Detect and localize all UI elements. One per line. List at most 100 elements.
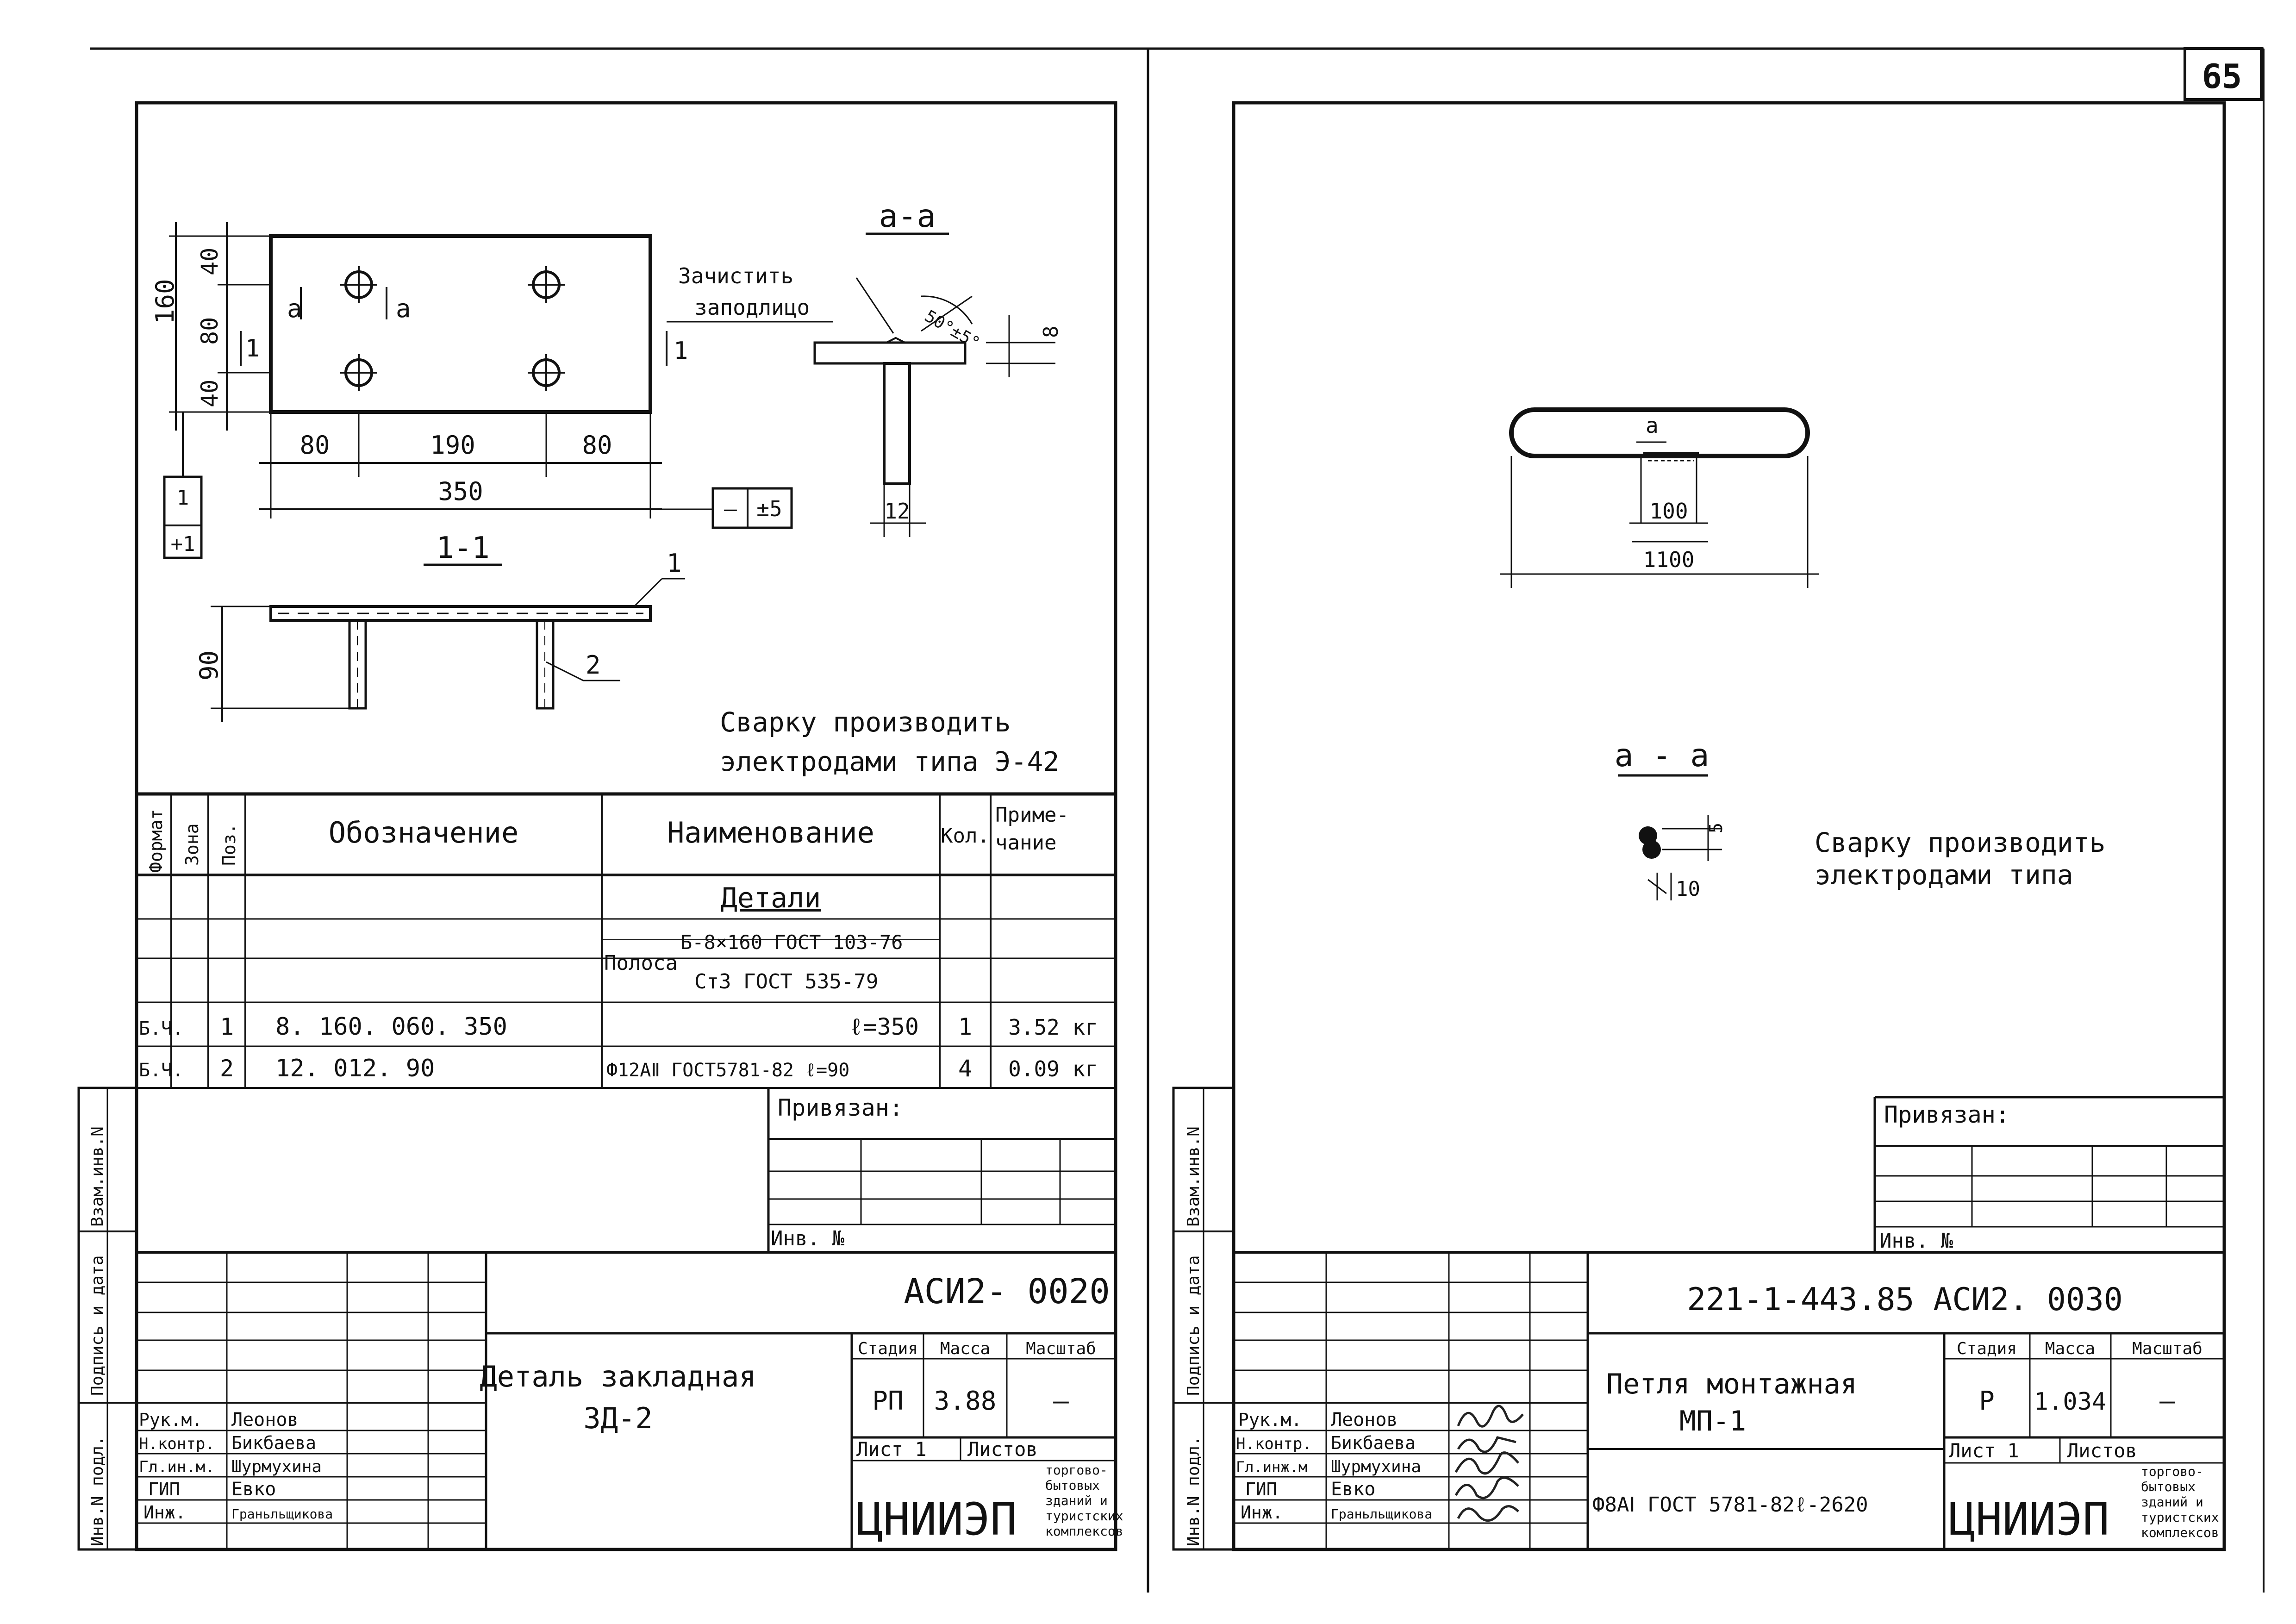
right-sheet: а 100 1100 а - а 5 10 Сварку bbox=[1172, 101, 2226, 1551]
org-sub: бытовых bbox=[1045, 1478, 1100, 1493]
right-frame bbox=[1232, 101, 2226, 1551]
org-logo-text: ЦНИИЭП bbox=[856, 1493, 1017, 1545]
title-line1: Петля монтажная bbox=[1606, 1368, 1857, 1400]
org-sub: зданий и bbox=[1045, 1493, 1108, 1508]
org-sub: торгово- bbox=[2141, 1464, 2203, 1479]
scale-header: Масштаб bbox=[1026, 1339, 1096, 1358]
mass-value: 3.88 bbox=[934, 1386, 997, 1416]
inv-no-label: Инв. № bbox=[1879, 1229, 1953, 1253]
privyazan-block: Привязан: Инв. № bbox=[767, 1088, 1116, 1252]
privyazan-label: Привязан: bbox=[1884, 1101, 2009, 1128]
dim-190: 190 bbox=[430, 431, 475, 460]
side-vzam-inv: Взам.инв.N bbox=[1184, 1126, 1203, 1227]
page-number-box: 65 bbox=[2184, 47, 2263, 101]
dim-160: 160 bbox=[150, 279, 180, 324]
title-block: АСИ2- 0020 Деталь закладная ЗД-2 Стадия … bbox=[137, 1251, 1123, 1549]
signatures bbox=[1454, 1405, 1524, 1522]
role-name: Шурмухина bbox=[1331, 1457, 1421, 1476]
section-1-1-label: 1-1 bbox=[436, 531, 490, 565]
side-podpis-data: Подпись и дата bbox=[88, 1255, 107, 1396]
col-note: Приме-чание bbox=[995, 803, 1069, 855]
role-name: Шурмухина bbox=[231, 1457, 322, 1476]
col-format: Формат bbox=[146, 809, 166, 873]
org-sub: туристских bbox=[2141, 1510, 2219, 1525]
dim-90: 90 bbox=[194, 650, 224, 681]
role-name: Бикбаева bbox=[231, 1433, 316, 1453]
scale-value: — bbox=[2159, 1386, 2175, 1416]
stud-mark bbox=[340, 266, 377, 303]
page-number: 65 bbox=[2202, 57, 2242, 96]
weld-note-line1: Сварку производить bbox=[1815, 827, 2106, 858]
title-line2: МП-1 bbox=[1679, 1405, 1747, 1437]
note-clean-line1: Зачистить bbox=[678, 263, 793, 288]
row2-note: 0.09 кг bbox=[1008, 1056, 1098, 1081]
org-logo-text: ЦНИИЭП bbox=[1949, 1493, 2109, 1545]
dim-350: 350 bbox=[438, 477, 483, 506]
role-name: Евко bbox=[1331, 1479, 1375, 1500]
section-a-a-right: а - а 5 10 Сварку производить электродам… bbox=[1615, 737, 2106, 901]
scale-value: — bbox=[1053, 1386, 1069, 1416]
mass-header: Масса bbox=[940, 1339, 990, 1358]
weld-note-line2: электродами типа bbox=[1815, 859, 2073, 891]
mass-value: 1.034 bbox=[2034, 1388, 2107, 1416]
role-name: Бикбаева bbox=[1331, 1433, 1416, 1453]
scale-header: Масштаб bbox=[2132, 1339, 2202, 1358]
role-label: ГИП bbox=[148, 1479, 180, 1499]
weld-note-line2: электродами типа Э-42 bbox=[720, 746, 1059, 777]
weld-note-line1: Сварку производить bbox=[720, 706, 1011, 738]
row1-pos: 1 bbox=[220, 1013, 234, 1040]
stage-header: Стадия bbox=[1957, 1339, 2017, 1358]
dim-80: 80 bbox=[196, 317, 223, 345]
left-sheet: а а 1 1 160 40 80 40 1 +1 bbox=[77, 101, 1123, 1551]
row2-qty: 4 bbox=[958, 1055, 972, 1082]
org-sub: туристских bbox=[1045, 1508, 1123, 1524]
role-label: Н.контр. bbox=[1236, 1435, 1312, 1453]
dim-1100: 1100 bbox=[1643, 547, 1695, 572]
doc-code: 221-1-443.85 АСИ2. 0030 bbox=[1687, 1281, 2123, 1318]
plate-plan-view: а а 1 1 bbox=[240, 234, 688, 414]
org-sub: торгово- bbox=[1045, 1462, 1108, 1478]
row1-note: 3.52 кг bbox=[1008, 1015, 1098, 1040]
section-1-1: 1-1 90 1 2 bbox=[194, 531, 685, 722]
row2-format: Б.Ч. bbox=[139, 1060, 183, 1081]
col-pos: Поз. bbox=[219, 823, 239, 866]
dim-80: 80 bbox=[299, 431, 330, 460]
role-name: Граньльщикова bbox=[1331, 1506, 1432, 1522]
privyazan-label: Привязан: bbox=[778, 1094, 903, 1121]
row1-format: Б.Ч. bbox=[139, 1018, 183, 1039]
role-label: Н.контр. bbox=[139, 1435, 215, 1453]
position-2-leader: 2 bbox=[586, 650, 601, 680]
section-mark-1: 1 bbox=[674, 337, 688, 365]
sheet-label: Лист 1 bbox=[856, 1438, 927, 1461]
dim-5: 5 bbox=[1706, 823, 1726, 833]
side-inv-podl: Инв.N подл. bbox=[88, 1436, 107, 1546]
sheets-label: Листов bbox=[2067, 1439, 2137, 1462]
section-mark-1: 1 bbox=[245, 335, 260, 362]
left-frame bbox=[135, 101, 1117, 1551]
col-name: Наименование bbox=[667, 816, 874, 849]
section-mark-a: а bbox=[287, 294, 302, 323]
section-mark-a: а bbox=[1646, 413, 1659, 438]
row1-designation: 8. 160. 060. 350 bbox=[275, 1013, 507, 1041]
sheets-label: Листов bbox=[967, 1438, 1038, 1461]
tol-minus: — bbox=[724, 496, 737, 521]
org-sub: зданий и bbox=[2141, 1494, 2203, 1510]
sheet-label: Лист 1 bbox=[1949, 1439, 2019, 1462]
section-a-a-label: а-а bbox=[879, 198, 936, 235]
col-designation: Обозначение bbox=[329, 816, 519, 849]
stage-value: РП bbox=[872, 1386, 903, 1416]
dim-80: 80 bbox=[582, 431, 612, 460]
role-name: Леонов bbox=[1331, 1409, 1398, 1430]
role-label: ГИП bbox=[1245, 1479, 1277, 1499]
tolerance-pm5: ±5 bbox=[756, 496, 782, 521]
org-sub: комплексов bbox=[1045, 1524, 1123, 1539]
role-name: Леонов bbox=[231, 1409, 299, 1430]
col-qty: Кол. bbox=[941, 824, 990, 848]
material-label: Полоса bbox=[604, 951, 678, 975]
weld-angle: 50°±5° bbox=[922, 306, 983, 353]
note-clean-line2: заподлицо bbox=[694, 295, 810, 320]
org-sub: бытовых bbox=[2141, 1479, 2196, 1494]
role-label: Рук.м. bbox=[1238, 1410, 1302, 1430]
stud-mark bbox=[528, 266, 565, 303]
